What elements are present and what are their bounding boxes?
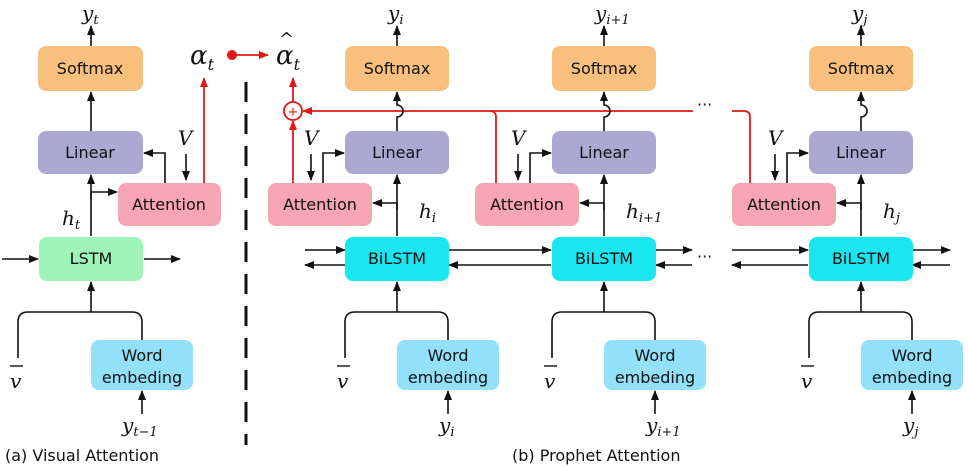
- attention-label: Attention: [283, 195, 357, 214]
- word-embedding-box: [604, 340, 706, 390]
- linear-label: Linear: [65, 143, 115, 162]
- lstm-box: [39, 237, 143, 281]
- bilstm-label: BiLSTM: [832, 249, 890, 268]
- input-label-ytm1: yt−1: [121, 413, 158, 440]
- bilstm-label: BiLSTM: [368, 249, 426, 268]
- column-3: yjSoftmaxLinearAttentionVhjBiLSTMvWordem…: [732, 1, 963, 440]
- attention-box: [268, 183, 372, 226]
- v-bar-label: v: [10, 369, 22, 393]
- linear-label: Linear: [372, 143, 422, 162]
- linear-label: Linear: [579, 143, 629, 162]
- attention-box: [475, 183, 579, 226]
- arrow-attention-to-linear: [786, 149, 809, 183]
- v-bar-label: v: [337, 369, 349, 393]
- bilstm-ellipsis: ···: [697, 247, 712, 266]
- linear-box: [345, 131, 449, 174]
- output-label: yj: [851, 1, 867, 28]
- arrow-ht-to-attention: [90, 188, 118, 200]
- v-bar-label: v: [544, 369, 556, 393]
- linear-label: Linear: [836, 143, 886, 162]
- attention-label: Attention: [132, 195, 206, 214]
- lstm-label: LSTM: [70, 249, 113, 268]
- word-embedding-label-line1: Word: [891, 346, 932, 365]
- attention-label: Attention: [490, 195, 564, 214]
- bilstm-box: [345, 237, 449, 281]
- sum-operator-plus: +: [288, 105, 299, 120]
- softmax-box: [345, 46, 449, 91]
- alpha-hat-label: αt: [276, 41, 301, 74]
- ht-label: ht: [62, 206, 81, 233]
- alpha-hat-caret: ^: [279, 29, 294, 50]
- attention-box: [118, 183, 221, 226]
- word-embedding-box: [91, 340, 193, 390]
- v-label: V: [768, 126, 785, 150]
- alpha-mapping: αt αt ^: [190, 29, 301, 74]
- output-label: yi: [387, 1, 403, 28]
- caption-visual-attention: (a) Visual Attention: [5, 446, 159, 465]
- softmax-label: Softmax: [57, 59, 123, 78]
- input-merge-line: [551, 311, 656, 358]
- input-merge-line: [808, 311, 913, 358]
- prophet-columns: yiSoftmaxLinearAttentionVhiBiLSTMvWordem…: [268, 1, 963, 440]
- word-embedding-box: [397, 340, 499, 390]
- input-label: yi: [438, 413, 454, 440]
- alpha-mapping-dot: [227, 50, 237, 60]
- attention-2-to-aggregation: [489, 110, 497, 183]
- alpha-label: αt: [190, 41, 215, 74]
- linear-box: [552, 131, 656, 174]
- arrow-attention-to-linear: [322, 149, 345, 183]
- arrow-linear-to-softmax: [600, 91, 611, 131]
- input-merge-line: [17, 311, 143, 358]
- output-label: yi+1: [594, 1, 630, 28]
- linear-box: [809, 131, 913, 174]
- softmax-label: Softmax: [364, 59, 430, 78]
- arrow-linear-to-softmax: [857, 91, 868, 131]
- linear-box: [38, 131, 143, 174]
- softmax-box: [38, 46, 143, 91]
- column-1: yiSoftmaxLinearAttentionVhiBiLSTMvWordem…: [268, 1, 499, 440]
- output-label-yt: yt: [81, 1, 99, 28]
- word-embedding-label-line2: embeding: [102, 368, 182, 387]
- input-merge-line: [344, 311, 449, 358]
- arrow-attention-to-linear: [529, 149, 552, 183]
- word-embedding-label-line1: Word: [121, 346, 162, 365]
- arrow-attention-to-linear: [143, 149, 166, 183]
- softmax-label: Softmax: [828, 59, 894, 78]
- word-embedding-label-line1: Word: [634, 346, 675, 365]
- softmax-box: [809, 46, 913, 91]
- v-bar-label: v: [801, 369, 813, 393]
- aggregation-ellipsis: ···: [697, 95, 712, 114]
- arrow-linear-to-softmax: [393, 91, 404, 131]
- attention-box: [732, 183, 836, 226]
- hidden-state-label: hj: [883, 199, 900, 226]
- bilstm-label: BiLSTM: [575, 249, 633, 268]
- bilstm-box: [552, 237, 656, 281]
- input-label: yi+1: [645, 413, 681, 440]
- v-label: V: [511, 126, 528, 150]
- arrow-hidden-to-attention: [836, 199, 862, 210]
- input-label: yj: [902, 413, 918, 440]
- hidden-state-label: hi: [419, 199, 436, 226]
- word-embedding-label-line2: embeding: [408, 368, 488, 387]
- attention-label: Attention: [747, 195, 821, 214]
- softmax-box: [552, 46, 656, 91]
- word-embedding-label-line1: Word: [427, 346, 468, 365]
- visual-attention-panel: yt Softmax Linear V Attention ht LSTM: [2, 1, 221, 465]
- hidden-state-label: hi+1: [626, 199, 662, 226]
- word-embedding-label-line2: embeding: [615, 368, 695, 387]
- caption-prophet-attention: (b) Prophet Attention: [512, 446, 680, 465]
- v-label: V: [178, 126, 195, 150]
- prophet-attention-panel: ··· + ··· yiSoftmaxLinearAttentionVhiBiL…: [268, 1, 963, 465]
- word-embedding-label-line2: embeding: [872, 368, 952, 387]
- v-label: V: [304, 126, 321, 150]
- aggregation-line-end: [732, 110, 751, 183]
- column-2: yi+1SoftmaxLinearAttentionVhi+1BiLSTMvWo…: [475, 1, 706, 440]
- bilstm-box: [809, 237, 913, 281]
- arrow-hidden-to-attention: [579, 199, 605, 210]
- word-embedding-box: [861, 340, 963, 390]
- softmax-label: Softmax: [571, 59, 637, 78]
- arrow-hidden-to-attention: [372, 199, 398, 210]
